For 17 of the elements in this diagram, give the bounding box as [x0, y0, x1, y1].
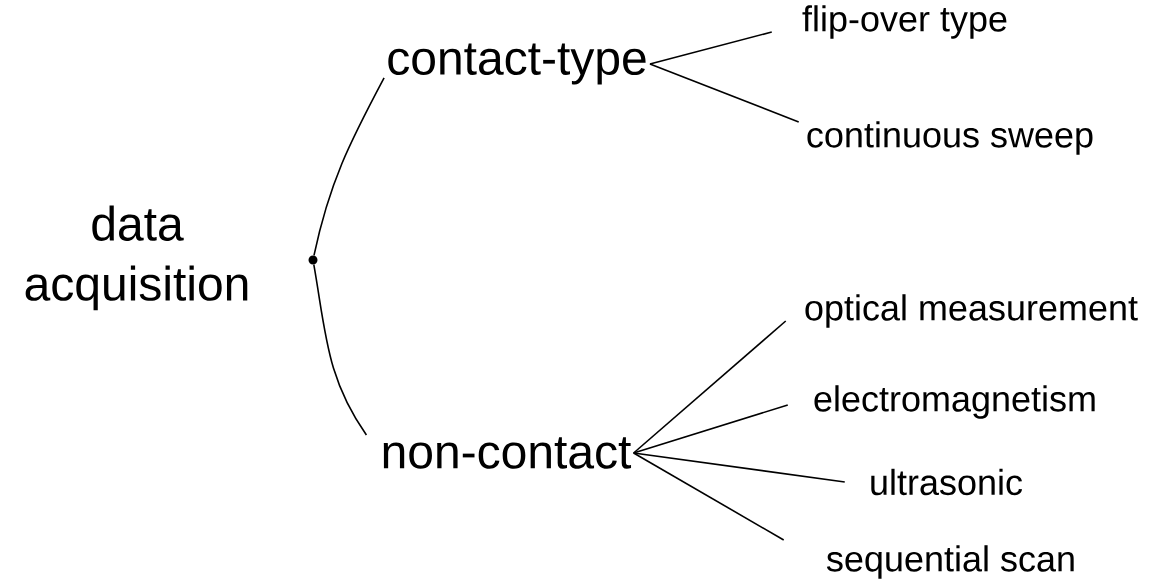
connector-line: [313, 77, 385, 257]
connector-line: [313, 263, 368, 436]
connector-line: [649, 31, 773, 65]
node-label: continuous sweep: [807, 121, 1093, 155]
node-label: non-contact: [383, 437, 632, 469]
node-label: electromagnetism: [814, 385, 1095, 419]
connector-line: [649, 63, 800, 123]
node-label: optical measurement: [805, 294, 1138, 328]
connector-line: [632, 452, 846, 483]
node-label: sequential scan: [826, 545, 1074, 579]
connector-line: [632, 404, 789, 454]
connector-line: [632, 320, 787, 454]
node-label: contact-type: [388, 43, 646, 85]
node-label: flip-over type: [802, 5, 1007, 39]
node-label: ultrasonic: [871, 468, 1023, 496]
connector-line: [632, 452, 785, 541]
node-label: data acquisition: [25, 205, 248, 311]
